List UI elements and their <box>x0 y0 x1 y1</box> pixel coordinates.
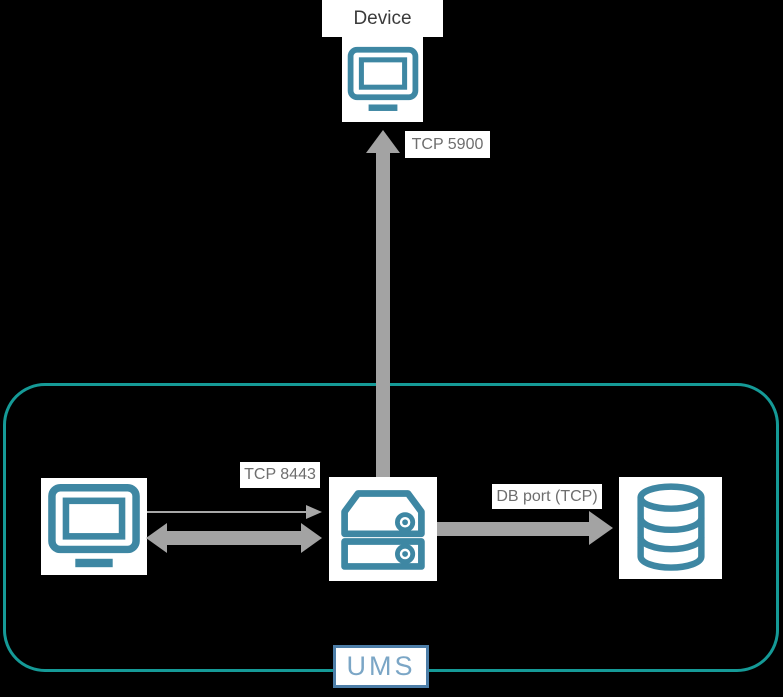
arrow-double-left-head-icon <box>146 523 167 553</box>
arrow-up-shaft <box>376 153 390 478</box>
arrow-thin-right-head-icon <box>306 505 322 519</box>
arrow-up-head-icon <box>366 130 400 153</box>
server-icon <box>341 490 425 570</box>
edge-label-tcp-5900: TCP 5900 <box>405 131 490 158</box>
ums-server-node <box>329 477 437 581</box>
database-node <box>619 477 722 579</box>
monitor-icon <box>48 483 140 567</box>
arrow-double-right-head-icon <box>301 523 322 553</box>
monitor-icon <box>347 46 418 111</box>
arrow-db-head-icon <box>589 511 613 545</box>
edge-label-tcp-8443: TCP 8443 <box>240 462 320 488</box>
ums-tag: UMS <box>333 645 429 688</box>
arrow-db-shaft <box>437 522 590 536</box>
device-node-label: Device <box>322 0 443 37</box>
edge-label-db-port: DB port (TCP) <box>492 484 602 509</box>
console-node <box>41 478 147 575</box>
arrow-thin-right-shaft <box>147 511 307 513</box>
device-node <box>342 37 423 122</box>
arrow-double-shaft <box>166 531 302 545</box>
ums-tag-label: UMS <box>346 651 416 681</box>
database-icon <box>636 483 705 571</box>
